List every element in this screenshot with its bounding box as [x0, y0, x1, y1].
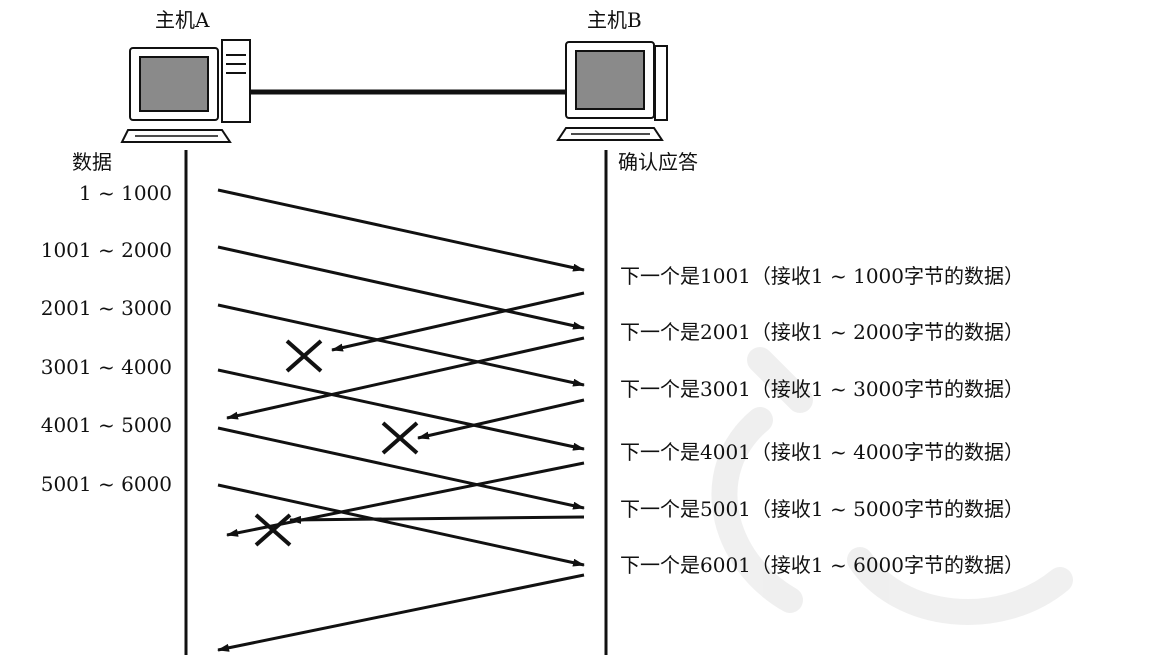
- data-segment-arrow: [217, 303, 585, 387]
- ack-arrow: [331, 291, 585, 352]
- data-segment-arrow: [217, 245, 585, 330]
- data-segment-arrow: [217, 368, 585, 451]
- data-segment-label: 5001 ~ 6000: [40, 472, 172, 496]
- data-segment-label: 2001 ~ 3000: [40, 296, 172, 320]
- ack-label: 下一个是4001（接收1 ~ 4000字节的数据）: [620, 440, 1024, 464]
- lost-ack-mark: [285, 339, 323, 373]
- ack-label: 下一个是1001（接收1 ~ 1000字节的数据）: [620, 264, 1024, 288]
- ack-label: 下一个是3001（接收1 ~ 3000字节的数据）: [620, 377, 1024, 401]
- host-a-computer-icon: [120, 39, 251, 143]
- data-segment-arrow: [217, 483, 585, 567]
- host-b-computer-icon: [556, 41, 668, 141]
- ack-arrow: [417, 398, 585, 440]
- ack-arrow: [217, 573, 585, 652]
- data-segment-label: 1 ~ 1000: [78, 181, 172, 205]
- ack-arrow: [226, 336, 585, 420]
- data-segment-arrow: [217, 188, 585, 272]
- message-arrows: [217, 188, 585, 652]
- data-segment-arrow: [217, 426, 585, 510]
- ack-label: 下一个是2001（接收1 ~ 2000字节的数据）: [620, 320, 1024, 344]
- lost-ack-mark: [381, 421, 419, 455]
- receiver-heading: 确认应答: [618, 150, 698, 174]
- ack-label: 下一个是6001（接收1 ~ 6000字节的数据）: [620, 553, 1024, 577]
- data-segment-label: 4001 ~ 5000: [40, 413, 172, 437]
- ack-label: 下一个是5001（接收1 ~ 5000字节的数据）: [620, 497, 1024, 521]
- sender-heading: 数据: [72, 150, 112, 174]
- host-a-label: 主机A: [155, 8, 210, 32]
- ack-arrow: [289, 515, 585, 524]
- ack-arrow: [226, 461, 585, 537]
- watermark: [711, 347, 1073, 625]
- lost-ack-mark: [254, 513, 292, 547]
- host-b-label: 主机B: [587, 8, 642, 32]
- loss-marks: [254, 339, 419, 547]
- data-segment-label: 1001 ~ 2000: [40, 238, 172, 262]
- data-segment-label: 3001 ~ 4000: [40, 355, 172, 379]
